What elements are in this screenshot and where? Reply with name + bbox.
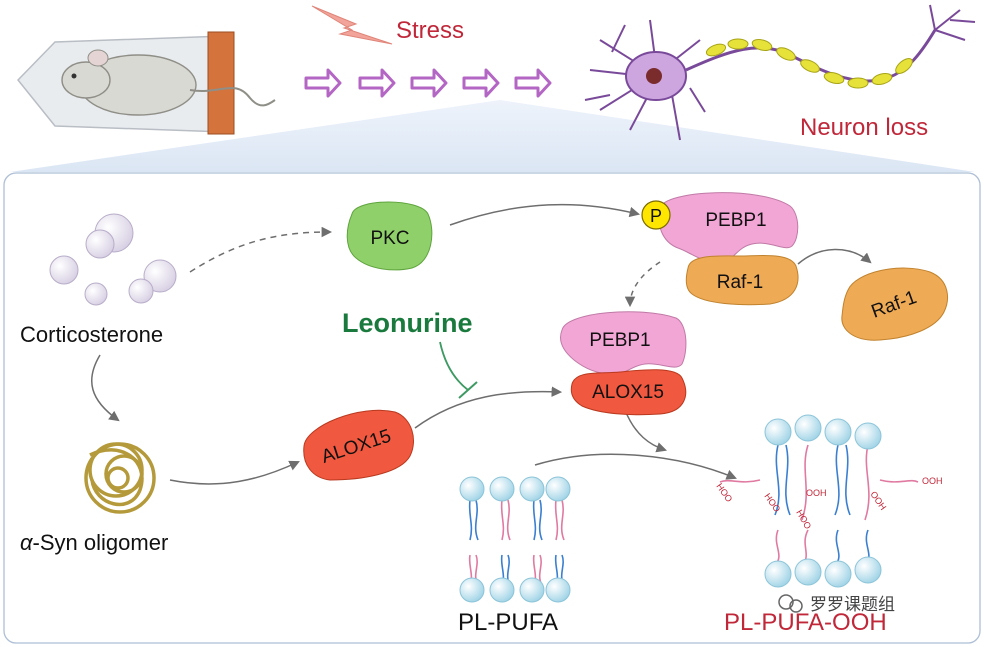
arrow-pebp1-to-complex (624, 261, 661, 308)
corticosterone-label: Corticosterone (20, 322, 163, 347)
raf1-bound-label: Raf-1 (717, 272, 763, 293)
right-arrow-icon (514, 68, 552, 98)
wechat-watermark: 罗罗课题组 (778, 594, 895, 614)
ooh-label: OOH (806, 488, 827, 498)
arrow-pkc-to-pebp1 (449, 203, 641, 226)
wechat-icon (789, 599, 803, 613)
arrow-corticosterone-to-pkc (189, 226, 333, 273)
leonurine-label: Leonurine (342, 308, 473, 338)
leonurine-inhibition (439, 341, 469, 391)
myelin-sheath (705, 38, 913, 89)
pkc-label: PKC (370, 228, 409, 249)
right-arrow-icon (304, 68, 342, 98)
inhibition-bar (458, 381, 478, 399)
phosphate-icon (641, 200, 671, 230)
stress-arrows (304, 68, 552, 98)
zoom-beam (10, 100, 975, 172)
pebp1-complex-protein (560, 311, 687, 375)
pl-pufa-ooh-label: PL-PUFA-OOH (724, 609, 887, 636)
raf1-bound-protein (685, 254, 799, 306)
wechat-icon (778, 594, 794, 610)
arrow-plpufa-to-ooh (534, 453, 737, 480)
arrow-corticosterone-to-asyn (91, 354, 120, 422)
alox15-complex-protein (570, 369, 687, 416)
arrow-asyn-to-alox15 (169, 460, 300, 485)
pkc-protein (346, 201, 433, 271)
alox15-free-protein (303, 409, 414, 481)
watermark-text: 罗罗课题组 (810, 595, 895, 614)
pl-pufa-bilayer (459, 476, 571, 603)
ooh-label: OOH (922, 476, 943, 486)
pebp1-top-label: PEBP1 (705, 210, 766, 231)
phosphate-label: P (650, 206, 662, 226)
corticosterone-molecules (49, 213, 177, 306)
asyn-oligomer-label: α-Syn oligomer (20, 530, 168, 555)
mouse-cage-illustration (16, 31, 276, 135)
connectors (91, 203, 872, 485)
pebp1-complex-label: PEBP1 (589, 330, 650, 351)
right-arrow-icon (410, 68, 448, 98)
pl-pufa-ooh-bilayer: HOO HOO OOH HOO OOH OOH (714, 414, 943, 588)
arrow-raf1-release (797, 248, 872, 265)
lightning-bolt-icon (311, 5, 393, 45)
pebp1-protein (658, 192, 799, 263)
right-arrow-icon (462, 68, 500, 98)
neuron-loss-label: Neuron loss (800, 114, 928, 141)
stress-label: Stress (396, 17, 464, 44)
arrow-complex-to-lipid (624, 409, 667, 453)
right-arrow-icon (358, 68, 396, 98)
asyn-oligomer-icon (84, 442, 156, 514)
raf1-free-protein (841, 267, 948, 341)
alox15-complex-label: ALOX15 (592, 382, 664, 403)
pl-pufa-label: PL-PUFA (458, 609, 558, 636)
arrow-alox15-to-complex (414, 386, 563, 429)
